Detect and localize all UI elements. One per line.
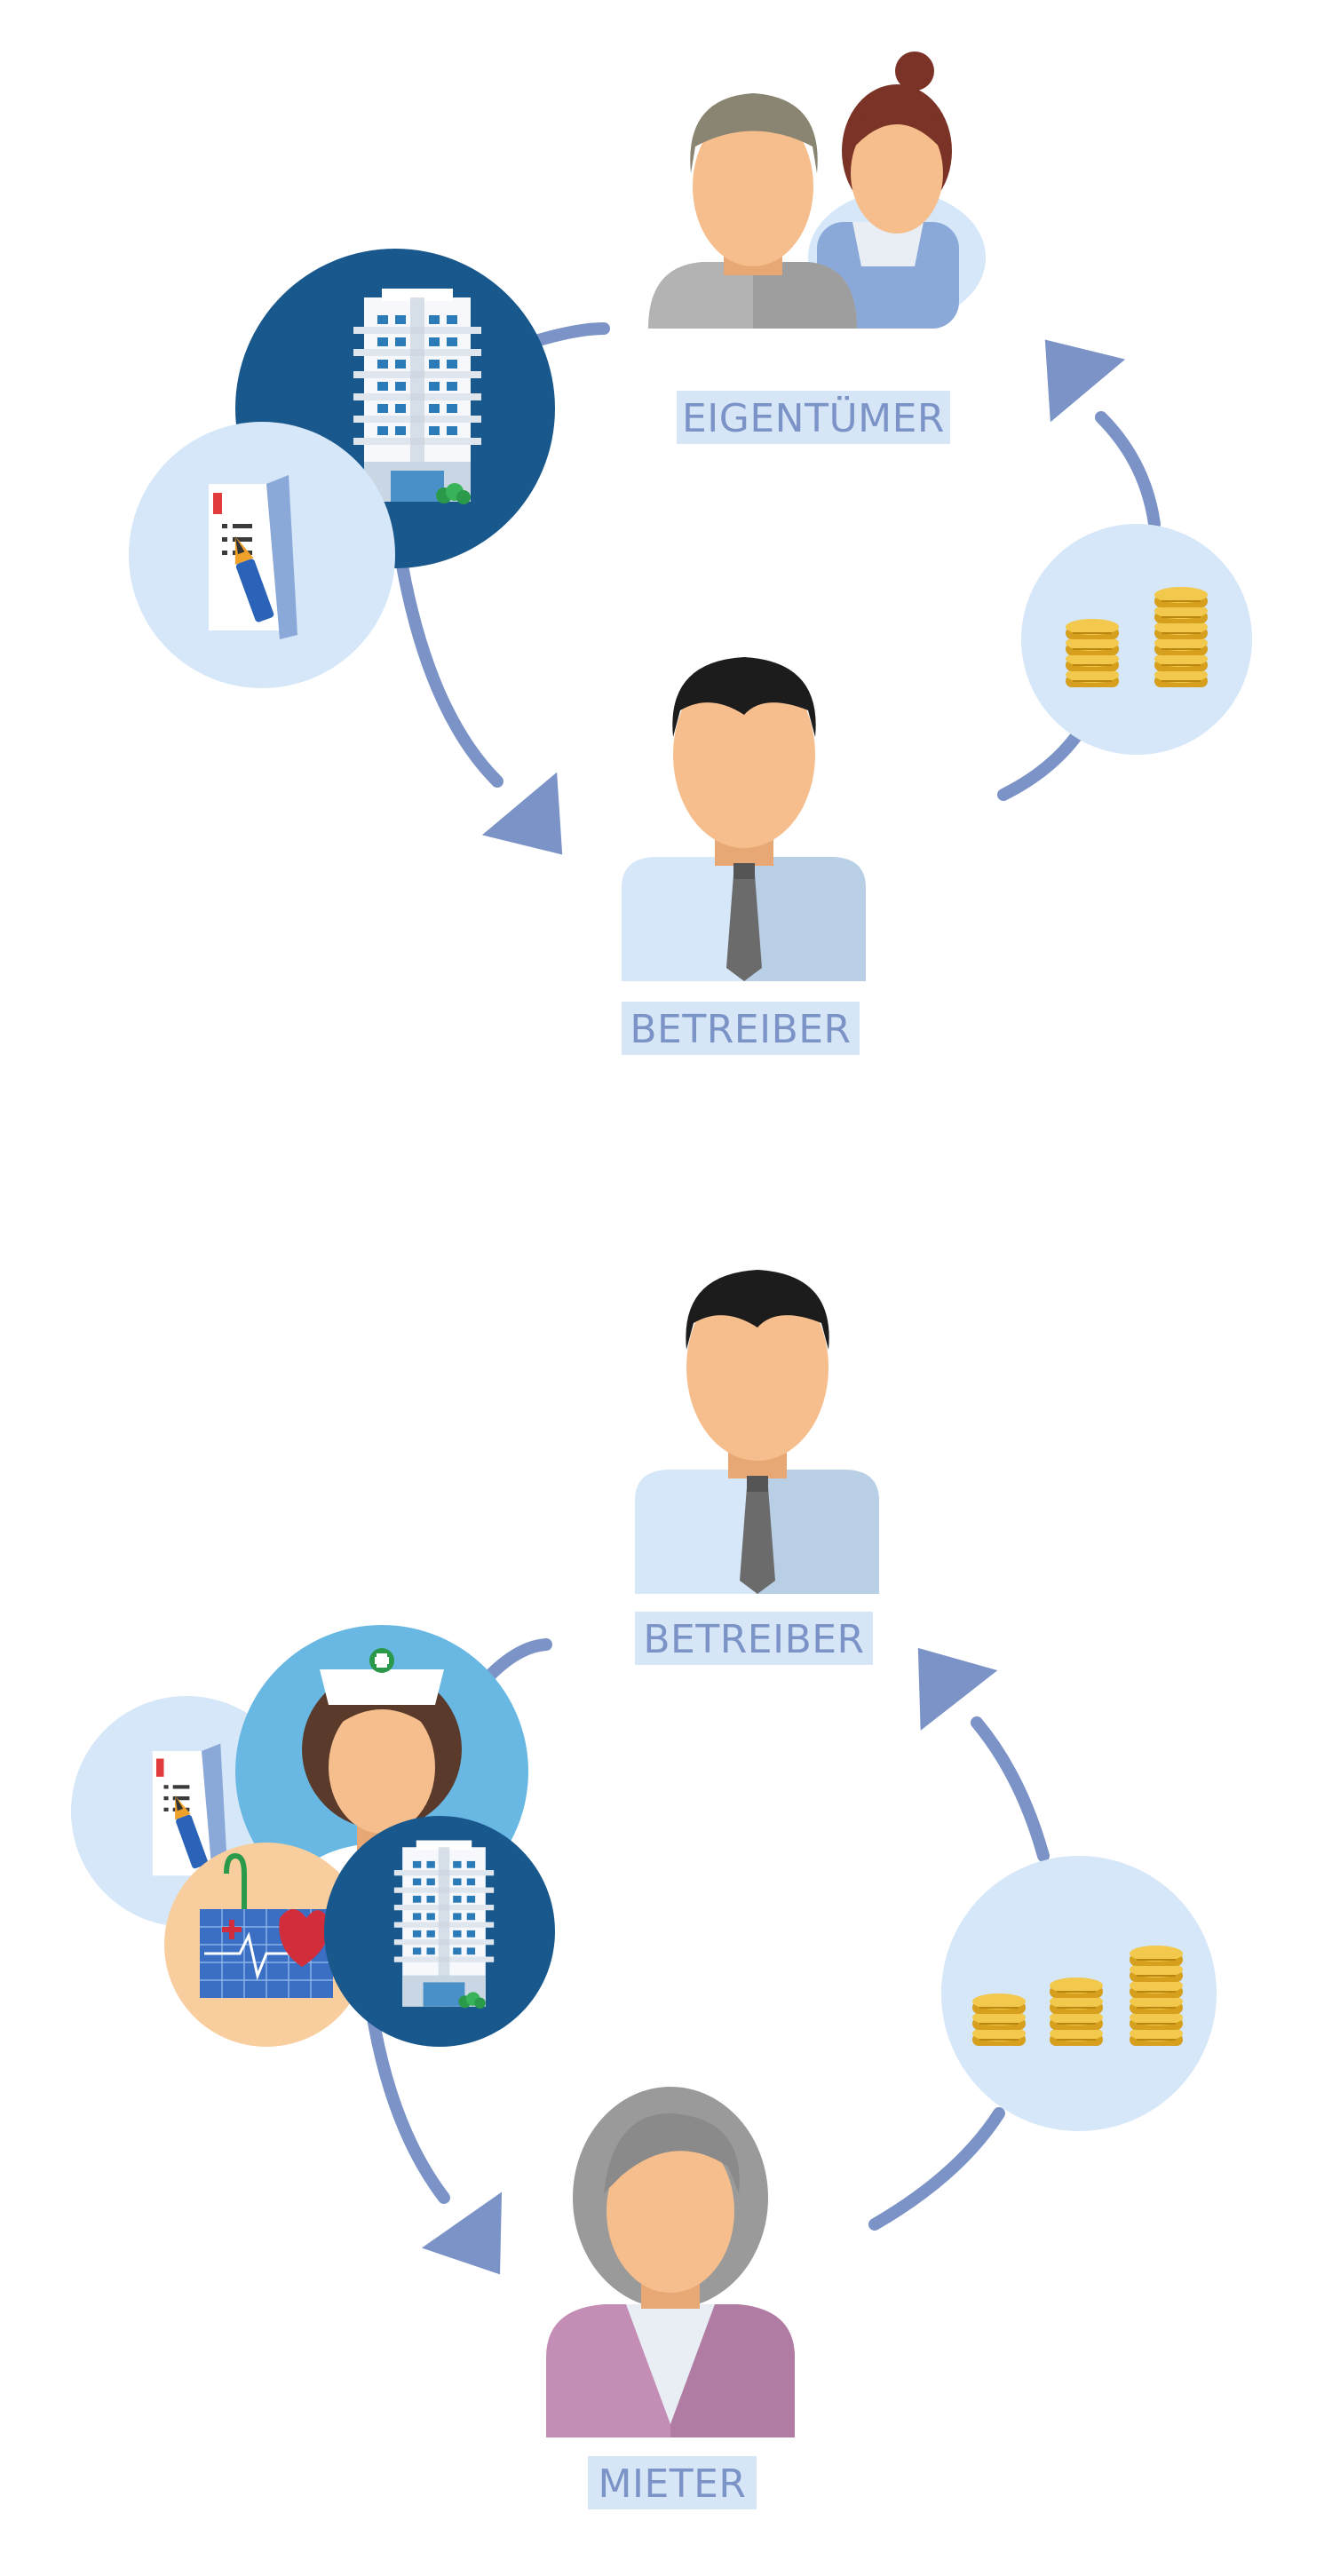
owner-label-bg <box>677 391 950 444</box>
tenant-label-bg <box>588 2456 757 2509</box>
arrow-rent-tail <box>868 2107 1005 2231</box>
medical-chart-icon <box>164 1843 369 2047</box>
bottom-cycle: BETREIBER <box>71 1270 1217 2509</box>
arrowhead-icon <box>421 2192 541 2303</box>
elderly-woman-icon <box>546 2087 795 2437</box>
business-man-icon <box>622 657 866 981</box>
arrowhead-icon <box>1007 308 1126 423</box>
arrowhead-icon <box>879 1618 998 1731</box>
operator-label-bg <box>635 1612 873 1665</box>
business-man-icon <box>635 1270 879 1594</box>
operator-label: BETREIBER <box>630 1007 851 1052</box>
arrow-tail-owner <box>527 322 610 348</box>
arrow-rent-to-owner <box>1095 411 1161 530</box>
building-icon <box>324 1816 555 2047</box>
operator-label: BETREIBER <box>643 1617 864 1662</box>
arrow-rent-to-operator <box>971 1716 1050 1862</box>
tenant-label: MIETER <box>599 2461 747 2507</box>
owner-label: EIGENTÜMER <box>682 395 945 441</box>
operator-label-bg <box>622 1002 860 1055</box>
arrow-lease-to-operator <box>393 544 503 788</box>
top-cycle: EIGENTÜMER BETREIBER <box>129 52 1252 1055</box>
contract-pen-icon <box>129 422 395 688</box>
coins-icon <box>1021 524 1252 755</box>
owner-couple-icon <box>648 52 986 329</box>
coins-icon <box>941 1856 1217 2131</box>
arrowhead-icon <box>481 772 600 886</box>
